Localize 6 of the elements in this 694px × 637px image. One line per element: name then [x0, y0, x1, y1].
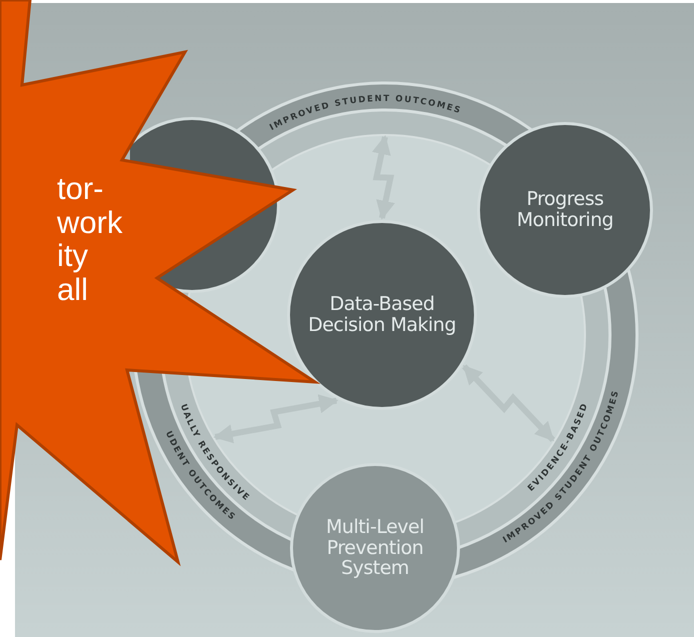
node-label: Progress Monitoring	[516, 189, 614, 231]
callout-text: tor- work ity all	[57, 172, 124, 306]
double-arrow	[213, 394, 338, 444]
double-arrow	[372, 135, 395, 220]
node-label: Multi-Level Prevention System	[325, 516, 425, 580]
node-label: Data-Based Decision Making	[307, 294, 457, 336]
